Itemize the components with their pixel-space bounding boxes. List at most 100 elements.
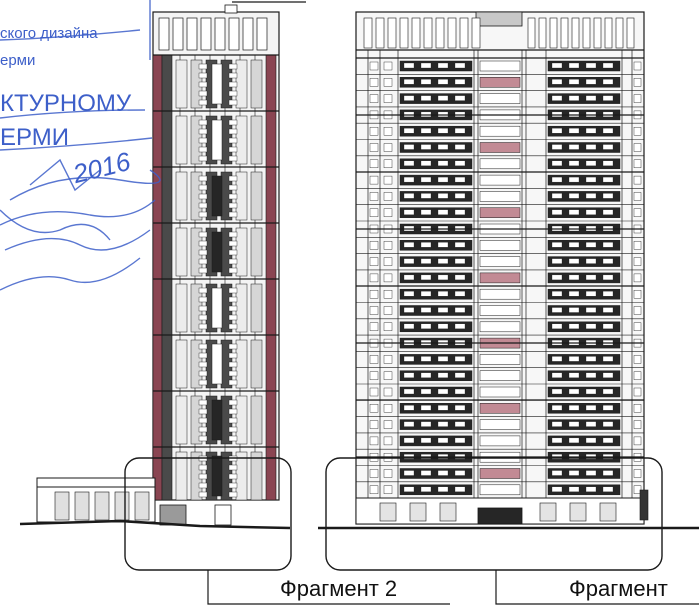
right-tower-window-pane bbox=[602, 356, 614, 362]
right-tower-window-pane bbox=[585, 128, 597, 134]
right-tower-window-pane bbox=[454, 405, 466, 411]
left-tower-center-window bbox=[211, 119, 223, 161]
right-tower-window-pane bbox=[568, 62, 580, 69]
fragment-right-leader-line bbox=[495, 570, 699, 605]
stamp-signature-stroke bbox=[9, 169, 161, 201]
right-tower-edge-window bbox=[383, 192, 393, 201]
right-tower-window-bank-left bbox=[399, 288, 473, 300]
right-tower-window-pane bbox=[585, 62, 597, 69]
left-tower-small-window bbox=[228, 464, 238, 471]
right-tower-window-bank-right bbox=[547, 386, 621, 398]
right-tower-edge-window bbox=[369, 387, 379, 397]
right-tower-window-bank-left bbox=[399, 240, 473, 251]
right-tower-window-pane bbox=[437, 144, 449, 150]
right-tower-edge-window bbox=[633, 371, 642, 380]
right-tower-edge-window bbox=[633, 241, 642, 250]
right-tower-edge-window bbox=[383, 420, 393, 429]
right-tower-window-pane bbox=[568, 323, 580, 329]
stamp-line-4: ЕРМИ bbox=[0, 124, 69, 151]
left-tower-small-window bbox=[228, 352, 238, 359]
right-tower-window-pane bbox=[403, 372, 415, 378]
right-tower-window-pane bbox=[568, 356, 580, 362]
right-tower-window-pane bbox=[551, 144, 563, 150]
right-tower-window-bank-right bbox=[547, 354, 621, 365]
right-tower-window-pane bbox=[403, 79, 415, 85]
right-tower-window-pane bbox=[551, 193, 563, 199]
right-tower-window-pane bbox=[551, 95, 563, 101]
stamp-signature-stroke bbox=[4, 229, 151, 251]
right-tower-central-loggia bbox=[479, 256, 521, 267]
right-tower-window-pane bbox=[585, 209, 597, 215]
right-tower-edge-window bbox=[633, 208, 642, 217]
right-tower-window-pane bbox=[437, 209, 449, 215]
right-tower-edge-window bbox=[633, 420, 642, 429]
right-tower-central-loggia bbox=[479, 468, 521, 479]
stamp-signature-stroke bbox=[0, 137, 153, 151]
right-tower-window-pane bbox=[602, 372, 614, 378]
right-tower-central-loggia bbox=[479, 370, 521, 381]
right-tower-window-pane bbox=[437, 372, 449, 378]
left-tower-entrance bbox=[159, 504, 187, 526]
right-tower-window-pane bbox=[403, 421, 415, 427]
right-tower-window-pane bbox=[602, 437, 614, 444]
right-tower-central-loggia bbox=[479, 174, 521, 186]
left-tower-small-window bbox=[198, 314, 208, 321]
right-tower-shopfront bbox=[379, 502, 397, 522]
right-tower-edge-window bbox=[633, 159, 642, 169]
fragment-2-leader-line bbox=[207, 570, 450, 605]
right-tower-window-pane bbox=[551, 160, 563, 166]
right-tower-window-pane bbox=[585, 79, 597, 85]
right-tower-window-pane bbox=[454, 160, 466, 166]
right-tower-window-bank-right bbox=[547, 419, 621, 430]
right-tower-edge-window bbox=[369, 192, 379, 201]
right-tower-window-bank-right bbox=[547, 207, 621, 218]
right-tower-edge-window bbox=[633, 273, 642, 283]
left-tower-panel bbox=[175, 339, 188, 389]
right-tower-roof-plant bbox=[475, 11, 523, 27]
right-tower-window-bank-left bbox=[399, 419, 473, 430]
right-tower-edge-window bbox=[369, 290, 379, 299]
left-tower-small-window bbox=[198, 361, 208, 368]
right-tower-crown-pier-right bbox=[560, 17, 569, 49]
right-tower-edge-window bbox=[633, 126, 642, 136]
right-tower-crown-pier-right bbox=[527, 17, 536, 49]
right-tower-window-pane bbox=[568, 176, 580, 183]
right-tower-window-pane bbox=[585, 437, 597, 444]
right-tower-window-pane bbox=[602, 323, 614, 329]
right-tower-window-pane bbox=[551, 486, 563, 492]
right-tower-window-pane bbox=[602, 62, 614, 69]
left-tower-panel bbox=[235, 395, 248, 445]
left-tower-small-window bbox=[198, 417, 208, 424]
left-tower-small-window bbox=[198, 155, 208, 162]
left-tower-small-window bbox=[228, 379, 238, 386]
right-tower-window-pane bbox=[437, 486, 449, 492]
right-tower-window-pane bbox=[602, 421, 614, 427]
left-tower-small-window bbox=[228, 184, 238, 191]
right-tower-crown-pier-left bbox=[447, 17, 457, 49]
right-tower-window-pane bbox=[454, 470, 466, 476]
left-tower-panel bbox=[250, 115, 263, 165]
left-tower-small-window bbox=[198, 175, 208, 182]
right-tower-window-pane bbox=[568, 437, 580, 444]
right-tower-window-pane bbox=[568, 388, 580, 395]
left-tower-small-window bbox=[198, 399, 208, 406]
right-tower-crown-pier-right bbox=[582, 17, 591, 49]
right-tower-window-pane bbox=[551, 128, 563, 134]
right-tower-window-pane bbox=[551, 405, 563, 411]
left-tower-small-window bbox=[198, 211, 208, 218]
right-tower-window-pane bbox=[437, 95, 449, 101]
right-tower-window-pane bbox=[454, 388, 466, 395]
right-tower-window-pane bbox=[403, 160, 415, 166]
right-tower-window-bank-right bbox=[547, 125, 621, 137]
right-tower-window-pane bbox=[437, 291, 449, 297]
right-tower-window-pane bbox=[568, 486, 580, 492]
right-tower-window-pane bbox=[585, 144, 597, 150]
left-tower-panel bbox=[175, 395, 188, 445]
right-tower-window-pane bbox=[420, 209, 432, 215]
right-tower-edge-window bbox=[633, 404, 642, 413]
right-tower-edge-window bbox=[369, 241, 379, 250]
left-tower-panel bbox=[250, 395, 263, 445]
right-tower-window-pane bbox=[568, 95, 580, 101]
right-tower-window-bank-right bbox=[547, 60, 621, 72]
right-tower-window-pane bbox=[403, 307, 415, 313]
